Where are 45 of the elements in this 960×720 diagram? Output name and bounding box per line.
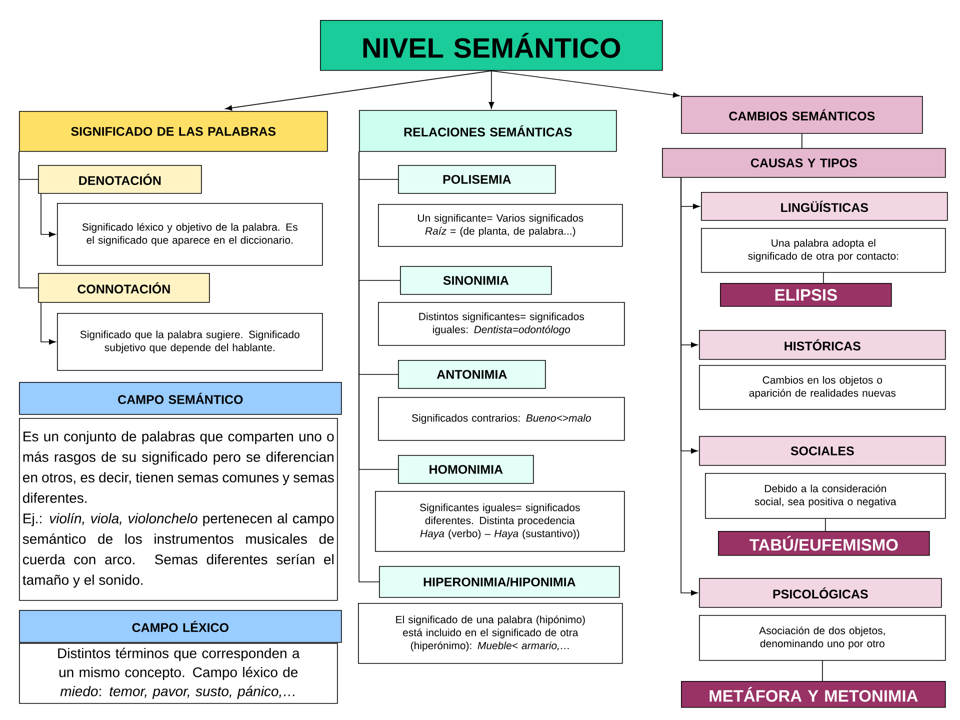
heading-box: POLISEMIA [398, 165, 556, 194]
definition-box: Significado léxico y objetivo de la palabra. Es el significado que aparece en el diccionario. [57, 203, 323, 266]
heading-box: CAUSAS Y TIPOS [662, 148, 946, 178]
definition-box: Significados contrarios: Bueno<>malo [378, 397, 625, 441]
highlight-box: METÁFORA Y METONIMIA [681, 681, 946, 708]
definition-box: Una palabra adopta el significado de otra por contacto: [701, 228, 946, 273]
heading-box: HISTÓRICAS [699, 330, 946, 360]
arrow [40, 302, 56, 345]
heading-box: ANTONIMIA [398, 360, 546, 389]
heading-box: SIGNIFICADO DE LAS PALABRAS [19, 111, 328, 152]
heading-box: CAMPO SEMÁNTICO [19, 382, 342, 415]
heading-box: HOMONIMIA [398, 455, 534, 484]
connector-line [825, 518, 826, 532]
definition-box: Es un conjunto de palabras que comparten uno o más rasgos de su significado pero se diferencian en otros, es decir, tienen semas comunes y semas diferentes. Ej.: violín, viola, violonchelo pertenecen al campo semántico de los instrumentos musicales de cuerda con arco. Semas diferentes serían el tamaño y el sonido. [19, 418, 338, 601]
heading-box: PSICOLÓGICAS [699, 578, 942, 608]
heading-box: CAMPO LÉXICO [19, 610, 342, 643]
definition-box: Debido a la consideración social, sea positiva o negativa [705, 473, 946, 519]
definition-box: Distintos significantes= significados iguales: Dentista=odontólogo [378, 302, 625, 346]
heading-box: RELACIONES SEMÁNTICAS [359, 110, 617, 152]
arrow [225, 70, 492, 111]
heading-box: SOCIALES [699, 436, 946, 466]
heading-box: DENOTACIÓN [38, 165, 202, 194]
heading-box: CONNOTACIÓN [38, 273, 210, 303]
connector-line [18, 151, 38, 288]
definition-box: Cambios en los objetos o aparición de realidades nuevas [699, 365, 946, 410]
title-box: NIVEL SEMÁNTICO [320, 20, 663, 71]
definition-box: El significado de una palabra (hipónimo) está incluido en el significado de otra (hiperónimo): Mueble< armario,… [358, 603, 623, 664]
arrow [680, 177, 698, 596]
connector-line [823, 272, 824, 284]
arrow [40, 193, 56, 238]
highlight-box: TABÚ/EUFEMISMO [718, 531, 930, 556]
heading-box: SINONIMIA [400, 266, 552, 295]
highlight-box: ELIPSIS [720, 283, 892, 307]
connector-line [358, 151, 380, 582]
definition-box: Asociación de dos objetos, denominando uno por otro [699, 615, 946, 661]
definition-box: Significado que la palabra sugiere. Significado subjetivo que depende del hablante. [57, 313, 323, 371]
definition-box: Distintos términos que corresponden a un mismo concepto. Campo léxico de miedo: temor, pavor, susto, pánico,… [19, 643, 338, 704]
heading-box: CAMBIOS SEMÁNTICOS [681, 96, 923, 134]
arrow [488, 70, 494, 109]
heading-box: HIPERONIMIA/HIPONIMIA [379, 566, 620, 598]
definition-box: Un significante= Varios significados Raíz = (de planta, de palabra...) [378, 204, 623, 247]
definition-box: Significantes iguales= significados diferentes. Distinta procedencia Haya (verbo) – Haya (sustantivo)) [375, 491, 625, 552]
connector-line [822, 660, 823, 682]
heading-box: LINGÜÍSTICAS [701, 192, 948, 221]
arrow [491, 70, 680, 98]
